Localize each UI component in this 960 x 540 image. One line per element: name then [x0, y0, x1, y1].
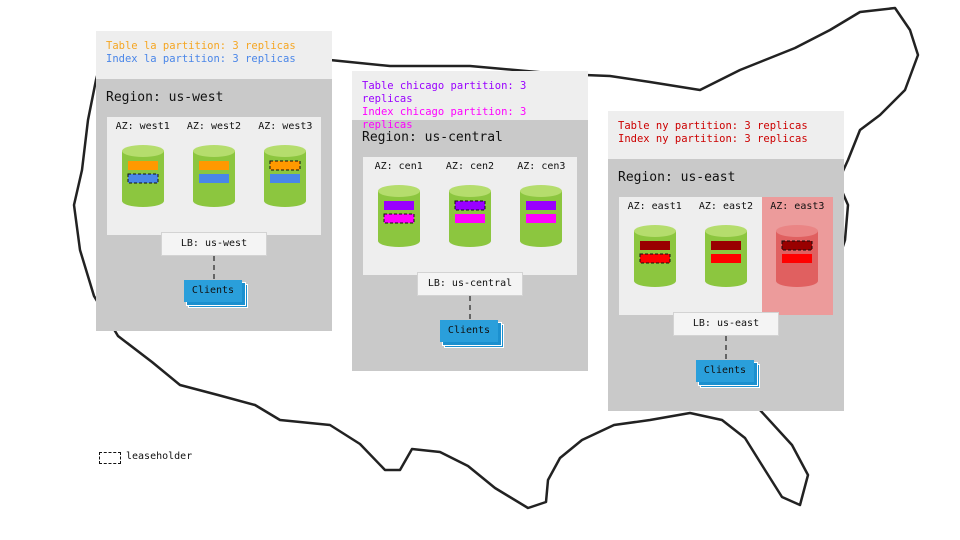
table-partition-label: Table la partition: 3 replicas [106, 40, 296, 52]
index-replica [454, 214, 485, 223]
az-label: AZ: east1 [627, 201, 682, 212]
index-partition-label: Index chicago partition: 3 replicas [362, 106, 527, 131]
az-label: AZ: east3 [770, 201, 825, 212]
table-replica [639, 241, 670, 250]
region-name: Region: us-east [618, 170, 736, 185]
availability-zone: AZ: west2 [178, 117, 251, 235]
clients-stack: Clients [184, 280, 248, 308]
az-label: AZ: cen3 [517, 161, 566, 172]
database-node-icon [121, 145, 164, 207]
leaseholder-swatch [99, 452, 121, 464]
partition-legend: Table ny partition: 3 replicas Index ny … [608, 111, 844, 159]
region-name: Region: us-west [106, 90, 224, 105]
region-us-west: Table la partition: 3 replicas Index la … [96, 31, 332, 331]
index-replica [127, 173, 159, 184]
database-node-icon [520, 185, 563, 247]
clients-label: Clients [184, 280, 242, 302]
clients-label: Clients [440, 320, 498, 342]
load-balancer: LB: us-west [161, 232, 267, 256]
table-replica [383, 201, 414, 210]
az-label: AZ: west3 [258, 121, 313, 132]
load-balancer: LB: us-east [673, 312, 779, 336]
clients-stack: Clients [696, 360, 760, 388]
availability-zone: AZ: east3 [761, 197, 833, 315]
availability-zone: AZ: east2 [690, 197, 763, 315]
availability-zone: AZ: west1 [107, 117, 180, 235]
table-replica [269, 160, 301, 171]
table-replica [781, 240, 813, 251]
index-partition-label: Index ny partition: 3 replicas [618, 133, 808, 145]
failed-node-icon [776, 225, 819, 287]
table-replica [526, 201, 557, 210]
availability-zone: AZ: west3 [249, 117, 321, 235]
table-replica [198, 161, 229, 170]
database-node-icon [448, 185, 491, 247]
index-replica [383, 213, 415, 224]
table-partition-label: Table ny partition: 3 replicas [618, 120, 808, 132]
index-replica [639, 253, 671, 264]
az-label: AZ: cen1 [374, 161, 423, 172]
az-label: AZ: west2 [186, 121, 242, 132]
database-node-icon [377, 185, 420, 247]
availability-zone: AZ: cen3 [505, 157, 577, 275]
database-node-icon [633, 225, 676, 287]
partition-legend: Table la partition: 3 replicas Index la … [96, 31, 332, 79]
index-replica [198, 174, 229, 183]
load-balancer: LB: us-central [417, 272, 523, 296]
leaseholder-legend-label: leaseholder [126, 451, 193, 462]
availability-zone: AZ: cen2 [434, 157, 507, 275]
database-node-icon [704, 225, 747, 287]
clients-label: Clients [696, 360, 754, 382]
region-us-east: Table ny partition: 3 replicas Index ny … [608, 111, 844, 411]
clients-stack: Clients [440, 320, 504, 348]
index-partition-label: Index la partition: 3 replicas [106, 53, 296, 65]
availability-zone: AZ: cen1 [363, 157, 436, 275]
az-label: AZ: cen2 [445, 161, 495, 172]
az-label: AZ: west1 [115, 121, 170, 132]
region-us-central: Table chicago partition: 3 replicas Inde… [352, 71, 588, 371]
availability-zone: AZ: east1 [619, 197, 692, 315]
database-node-icon [264, 145, 307, 207]
table-replica [710, 241, 741, 250]
partition-legend: Table chicago partition: 3 replicas Inde… [352, 71, 588, 131]
index-replica [710, 254, 741, 263]
region-name: Region: us-central [362, 130, 503, 145]
index-replica [782, 254, 813, 263]
index-replica [526, 214, 557, 223]
index-replica [270, 174, 301, 183]
az-label: AZ: east2 [698, 201, 754, 212]
table-replica [454, 200, 486, 211]
table-replica [127, 161, 158, 170]
database-node-icon [192, 145, 235, 207]
table-partition-label: Table chicago partition: 3 replicas [362, 80, 527, 105]
